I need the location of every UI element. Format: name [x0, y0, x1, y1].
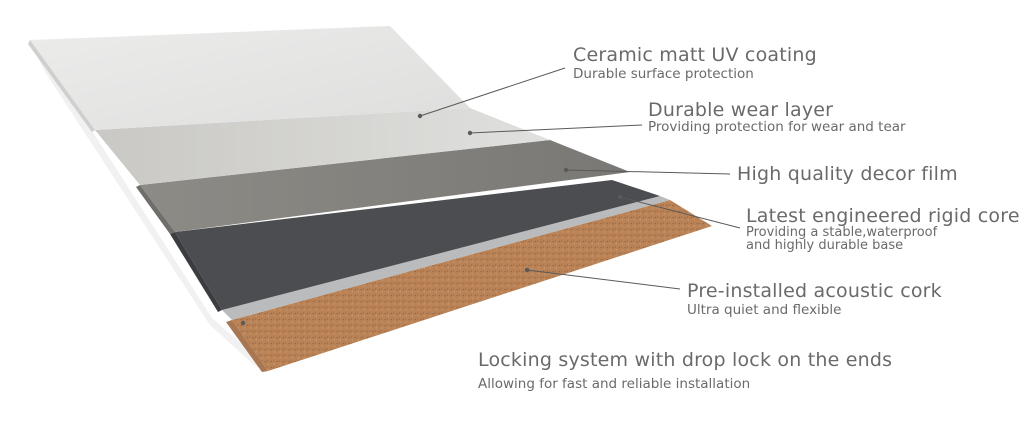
rigid-core-layer: [175, 180, 660, 310]
decor-film-layer: [140, 140, 630, 232]
decor-title: High quality decor film: [737, 163, 958, 185]
lock-subtitle: Allowing for fast and reliable installat…: [478, 376, 751, 392]
cork-title: Pre-installed acoustic cork: [687, 280, 942, 302]
coating-layer: [30, 26, 470, 130]
lock-leader-dot: [240, 320, 246, 326]
core-leader-dot: [617, 194, 623, 200]
wear-leader-dot: [467, 130, 473, 136]
core-subtitle-line-2: and highly durable base: [746, 238, 904, 253]
leader-lines: [419, 67, 741, 290]
coating-leader-dot: [417, 113, 423, 119]
core-subtitle-line-1: Providing a stable,waterproof: [746, 225, 938, 240]
cork-subtitle: Ultra quiet and flexible: [687, 302, 842, 318]
cork-leader-dot: [524, 267, 530, 273]
wear-layer: [95, 108, 550, 185]
cork-layer: [232, 200, 712, 371]
wear-subtitle: Providing protection for wear and tear: [648, 119, 906, 135]
lock-title: Locking system with drop lock on the end…: [478, 349, 893, 371]
coating-title: Ceramic matt UV coating: [573, 44, 817, 66]
core-title: Latest engineered rigid core: [746, 205, 1020, 227]
wear-title: Durable wear layer: [648, 99, 834, 121]
locking-strip: [222, 196, 670, 320]
coating-subtitle: Durable surface protection: [573, 66, 754, 82]
decor-leader-dot: [563, 167, 569, 173]
